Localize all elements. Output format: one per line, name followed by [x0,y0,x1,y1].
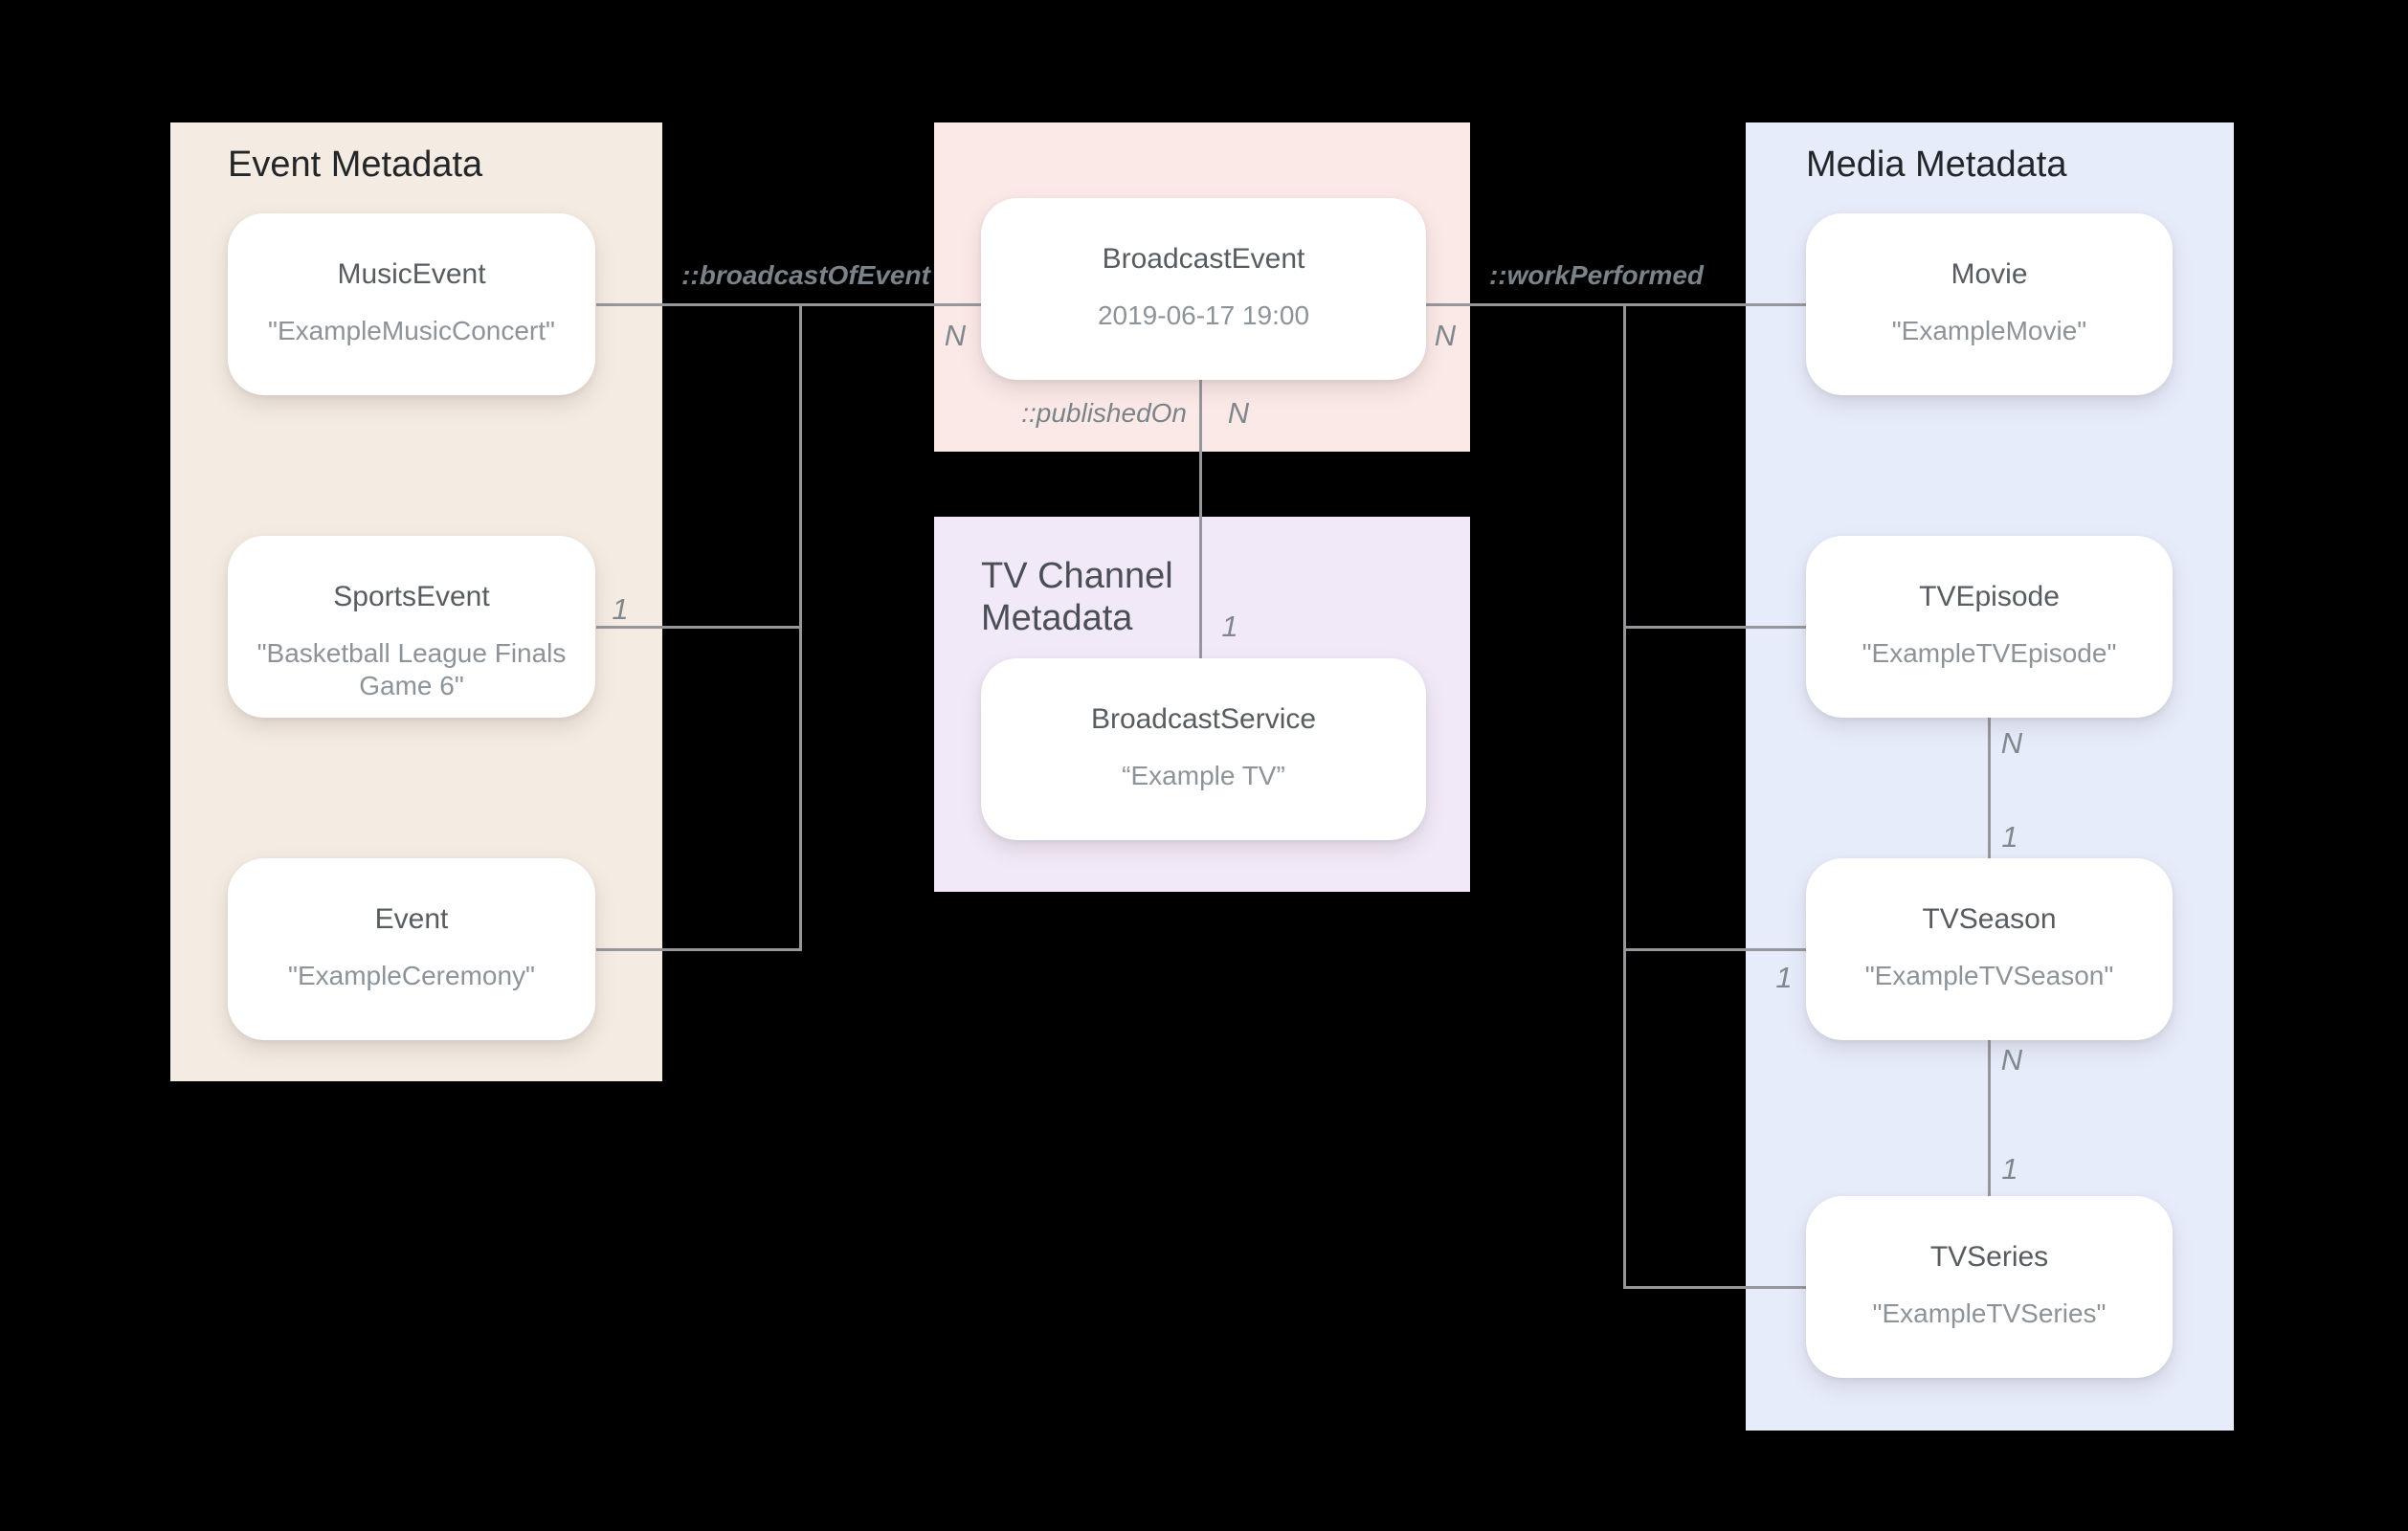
cardinality-sportsevent-1: 1 [612,592,629,626]
cardinality-tvseason-tvseries-n: N [2000,1043,2023,1076]
card-sportsevent: SportsEvent "Basketball League Finals Ga… [228,536,595,718]
panel-title-media-metadata: Media Metadata [1806,144,2067,185]
edge-sportsevent-branch [596,626,802,629]
card-event: Event "ExampleCeremony" [228,858,595,1040]
card-tvseries-title: TVSeries [1929,1241,2049,1273]
card-tvseries-value: "ExampleTVSeries" [1872,1298,2107,1328]
edge-tvseason-tvseries [1988,1040,1991,1196]
card-musicevent-title: MusicEvent [337,258,486,290]
card-tvepisode: TVEpisode "ExampleTVEpisode" [1806,536,2173,718]
card-sportsevent-title: SportsEvent [333,581,490,612]
card-broadcastevent: BroadcastEvent 2019-06-17 19:00 [981,198,1426,380]
card-movie-title: Movie [1951,258,2028,290]
cardinality-tvepisode-tvseason-1: 1 [2001,820,2018,854]
edge-left-trunk [799,303,802,951]
card-event-value: "ExampleCeremony" [288,961,535,990]
card-tvseason-value: "ExampleTVSeason" [1864,961,2114,990]
label-workperformed: ::workPerformed [1488,260,1705,290]
edge-tvseries-branch [1623,1286,1806,1289]
label-publishedon: ::publishedOn [1021,398,1187,428]
cardinality-broadcastservice-1: 1 [1221,610,1238,643]
label-broadcastofevent: ::broadcastOfEvent [681,260,930,290]
card-broadcastevent-value: 2019-06-17 19:00 [1097,300,1310,330]
card-broadcastservice-title: BroadcastService [1090,703,1317,735]
edge-broadcastevent-movie [1426,303,1806,306]
card-broadcastevent-title: BroadcastEvent [1102,243,1305,275]
cardinality-tvepisode-tvseason-n: N [2000,726,2023,760]
panel-title-tv-channel-metadata: TV Channel Metadata [981,556,1173,638]
edge-tvepisode-branch [1623,626,1806,629]
edge-tvepisode-tvseason [1988,718,1991,858]
card-tvepisode-value: "ExampleTVEpisode" [1862,638,2117,668]
edge-right-trunk [1623,303,1626,1289]
edge-event-branch [596,948,802,951]
card-musicevent: MusicEvent "ExampleMusicConcert" [228,213,595,395]
cardinality-tvseason-left-1: 1 [1775,961,1793,994]
card-tvseason: TVSeason "ExampleTVSeason" [1806,858,2173,1040]
card-tvepisode-title: TVEpisode [1919,581,2060,612]
cardinality-broadcastevent-right-n: N [1434,319,1457,352]
panel-title-event-metadata: Event Metadata [228,144,483,185]
edge-musicevent-broadcastevent [596,303,981,306]
card-tvseries: TVSeries "ExampleTVSeries" [1806,1196,2173,1378]
card-movie: Movie "ExampleMovie" [1806,213,2173,395]
card-movie-value: "ExampleMovie" [1891,316,2087,345]
card-broadcastservice-value: “Example TV” [1122,761,1285,790]
card-sportsevent-value: "Basketball League Finals Game 6" [256,638,567,700]
edge-publishedon [1199,380,1202,658]
cardinality-publishedon-n: N [1227,396,1250,430]
cardinality-tvseason-tvseries-1: 1 [2001,1152,2018,1186]
card-tvseason-title: TVSeason [1922,903,2057,935]
cardinality-broadcastevent-left-n: N [944,319,967,352]
card-broadcastservice: BroadcastService “Example TV” [981,658,1426,840]
card-musicevent-value: "ExampleMusicConcert" [268,316,555,345]
edge-tvseason-branch [1623,948,1806,951]
card-event-title: Event [374,903,449,935]
